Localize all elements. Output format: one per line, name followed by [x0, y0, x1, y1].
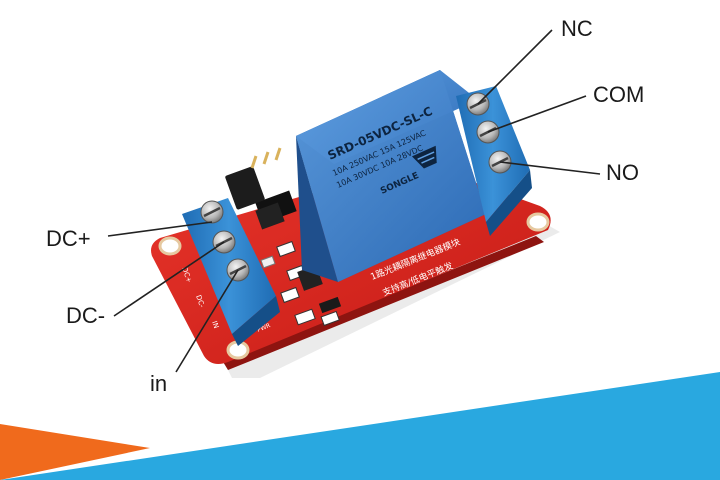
smd-ic — [255, 202, 285, 230]
banner-orange-stripe — [0, 424, 150, 480]
terminal-side — [486, 170, 532, 236]
smd-led — [260, 255, 276, 269]
jumper-pin — [250, 155, 258, 169]
leader-nc — [477, 29, 553, 105]
leader-com — [487, 95, 587, 133]
jumper-pin — [274, 147, 282, 161]
jumper-pin — [262, 151, 270, 165]
mount-hole — [158, 236, 182, 256]
pcb-side-edge — [156, 236, 544, 370]
terminal-side — [232, 296, 280, 346]
leader-in — [175, 269, 239, 373]
label-in: in — [150, 371, 168, 396]
jumper-cap — [225, 166, 265, 210]
output-terminal-block — [456, 86, 532, 236]
smd-resistor — [320, 310, 340, 327]
board-pin-label-in: IN — [210, 320, 220, 330]
smd-resistor — [280, 286, 300, 304]
leader-dc-minus — [113, 241, 225, 317]
smd-diode — [318, 296, 342, 314]
smd-resistor — [294, 308, 316, 326]
mount-hole — [526, 212, 550, 232]
screw-dc-plus[interactable] — [200, 200, 224, 224]
footer-banner — [0, 372, 720, 480]
relay: SRD-05VDC-SL-C 10A 250VAC 15A 125VAC 10A… — [296, 70, 486, 282]
leader-no — [499, 161, 601, 175]
label-nc: NC — [561, 16, 593, 41]
banner-blue-band — [0, 372, 720, 480]
relay-top-face — [296, 70, 486, 282]
label-no: NO — [606, 160, 639, 185]
label-dc-minus: DC- — [66, 303, 106, 328]
leader-dc-plus — [107, 221, 213, 237]
smd-resistor — [276, 240, 296, 258]
board-pwr-label: PWR — [256, 322, 271, 334]
relay-logo-icon — [411, 145, 437, 169]
label-dc-plus: DC+ — [46, 226, 91, 251]
leader-lines — [107, 29, 601, 373]
label-com: COM — [593, 82, 645, 107]
